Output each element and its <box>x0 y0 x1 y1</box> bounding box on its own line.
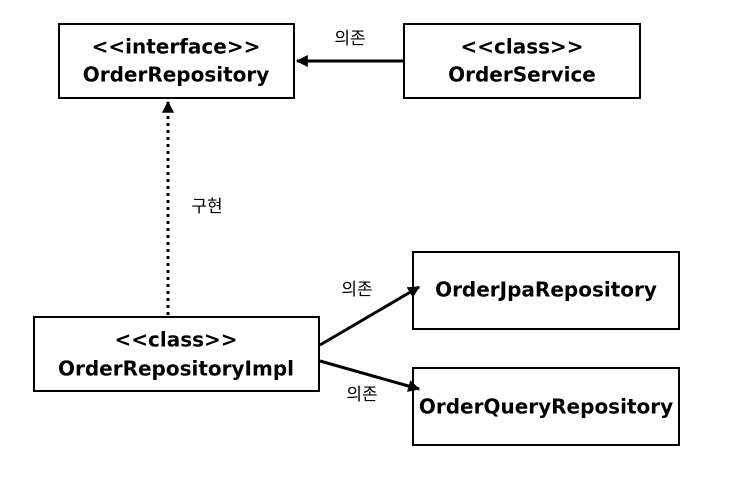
order-repository-impl-name: OrderRepositoryImpl <box>58 357 294 381</box>
edge-impl-to-query-label: 의존 <box>346 385 377 405</box>
node-order-service: <<class>> OrderService <box>403 23 641 99</box>
node-order-repository-impl: <<class>> OrderRepositoryImpl <box>33 316 320 392</box>
order-repository-box <box>58 23 295 99</box>
order-repository-impl-stereotype: <<class>> <box>114 328 237 352</box>
order-service-name: OrderService <box>448 63 596 87</box>
order-service-stereotype: <<class>> <box>460 35 583 59</box>
node-order-query-repository: OrderQueryRepository <box>412 367 680 446</box>
order-repository-name: OrderRepository <box>83 63 270 87</box>
edge-service-to-repository-label: 의존 <box>334 29 365 49</box>
edge-impl-to-jpa-label: 의존 <box>341 280 372 300</box>
order-jpa-repository-name: OrderJpaRepository <box>435 278 657 302</box>
order-repository-impl-box <box>33 316 320 392</box>
order-jpa-repository-box <box>412 251 680 330</box>
node-order-jpa-repository: OrderJpaRepository <box>412 251 680 330</box>
order-query-repository-name: OrderQueryRepository <box>419 395 673 419</box>
order-query-repository-box <box>412 367 680 446</box>
order-repository-stereotype: <<interface>> <box>92 35 261 59</box>
order-service-box <box>403 23 641 99</box>
edge-impl-to-repository-label: 구현 <box>191 197 222 217</box>
node-order-repository: <<interface>> OrderRepository <box>58 23 295 99</box>
edge-impl-to-jpa <box>319 285 421 347</box>
edge-impl-to-query <box>319 359 421 392</box>
